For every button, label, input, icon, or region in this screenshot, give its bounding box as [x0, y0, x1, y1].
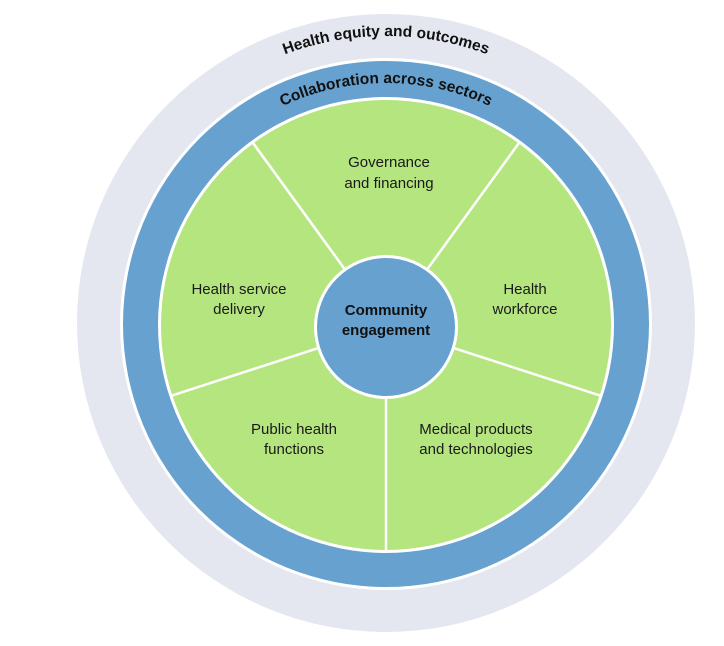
segment-divider: [170, 346, 320, 398]
segment-service-delivery-line2: delivery: [213, 301, 265, 318]
segment-divider: [452, 346, 602, 398]
segment-public-health-line2: functions: [264, 441, 324, 458]
segment-dividers: [170, 142, 602, 552]
segment-divider: [426, 142, 520, 271]
segment-public-health-line1: Public health: [251, 421, 337, 438]
segment-medical-line2: and technologies: [419, 441, 532, 458]
segment-workforce-line1: Health: [503, 281, 546, 298]
segment-divider: [252, 142, 346, 271]
center-label-line1: Community: [345, 302, 428, 319]
segment-medical-line1: Medical products: [419, 421, 532, 438]
segment-service-delivery-line1: Health service: [191, 281, 286, 298]
segment-workforce-line2: workforce: [491, 301, 557, 318]
center-label-line2: engagement: [342, 322, 430, 339]
segment-governance-line1: Governance: [348, 154, 430, 171]
segment-governance-line2: and financing: [344, 175, 433, 192]
center-circle: [317, 258, 455, 396]
